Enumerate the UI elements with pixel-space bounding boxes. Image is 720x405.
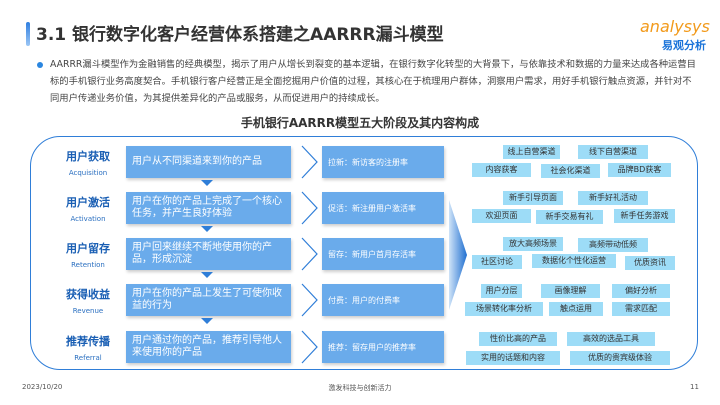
content-tag: 用户分层 bbox=[481, 284, 522, 298]
stage-name-en: Retention bbox=[71, 261, 105, 269]
logo-text-en: analysys bbox=[640, 17, 710, 36]
footer-date: 2023/10/20 bbox=[22, 383, 63, 391]
page-title: 3.1 银行数字化客户经营体系搭建之AARRR漏斗模型 bbox=[36, 25, 444, 45]
stage-description: 用户通过你的产品，推荐引导他人来使用你的产品 bbox=[126, 331, 291, 363]
content-tag: 线上自营渠道 bbox=[503, 145, 560, 159]
chevron-right-icon bbox=[301, 283, 318, 317]
stage-description: 用户从不同渠道来到你的产品 bbox=[126, 146, 291, 178]
content-tag: 线下自营渠道 bbox=[578, 145, 648, 159]
content-tag: 新手交易有礼 bbox=[536, 210, 603, 224]
content-tag: 触点运用 bbox=[549, 302, 603, 316]
content-tag: 偏好分析 bbox=[612, 284, 670, 298]
diagram-frame bbox=[30, 136, 698, 370]
diagram-title: 手机银行AARRR模型五大阶段及其内容构成 bbox=[240, 116, 480, 130]
stage-name-en: Activation bbox=[70, 215, 106, 223]
content-tag: 新手好礼活动 bbox=[578, 191, 648, 205]
stage-metric: 拉新：新访客的注册率 bbox=[322, 146, 444, 178]
content-tag: 高频带动低频 bbox=[578, 238, 648, 252]
stage-metric: 付费：用户的付费率 bbox=[322, 284, 444, 316]
down-arrow-icon bbox=[201, 272, 213, 278]
stage-label: 推荐传播 Referral bbox=[52, 333, 124, 362]
content-tag: 新手任务游戏 bbox=[614, 209, 675, 223]
content-tag: 欢迎页面 bbox=[472, 209, 531, 223]
down-arrow-icon bbox=[201, 318, 213, 324]
title-accent-bar bbox=[26, 22, 30, 46]
stage-name-en: Acquisition bbox=[68, 169, 108, 177]
stage-description: 用户在你的产品上发生了可使你收益的行为 bbox=[126, 284, 291, 316]
stage-name: 推荐传播 bbox=[66, 335, 110, 348]
content-tag: 优质资讯 bbox=[625, 256, 675, 270]
footer-slogan: 激发科技与创新活力 bbox=[328, 384, 392, 392]
chevron-right-icon bbox=[301, 145, 318, 179]
stage-metric: 留存：新用户首月存活率 bbox=[322, 238, 444, 270]
stage-metric: 促活：新注册用户激活率 bbox=[322, 192, 444, 224]
bullet-icon bbox=[37, 62, 43, 68]
content-tag: 性价比高的产品 bbox=[479, 332, 557, 346]
stage-name-en: Revenue bbox=[72, 307, 104, 315]
content-tag: 新手引导页面 bbox=[503, 191, 563, 205]
big-arrow-icon bbox=[449, 200, 467, 310]
chevron-right-icon bbox=[301, 191, 318, 225]
stage-label: 用户激活 Activation bbox=[52, 194, 124, 223]
stage-metric: 推荐：留存用户的推荐率 bbox=[322, 331, 444, 363]
page-number: 11 bbox=[690, 383, 699, 391]
content-tag: 内容获客 bbox=[472, 163, 531, 177]
content-tag: 社区讨论 bbox=[472, 255, 522, 269]
content-tag: 画像理解 bbox=[541, 284, 600, 298]
stage-name: 用户留存 bbox=[66, 242, 110, 255]
content-tag: 实用的话题和内容 bbox=[466, 351, 560, 365]
stage-description: 用户在你的产品上完成了一个核心任务，并产生良好体验 bbox=[126, 192, 291, 224]
stage-name-en: Referral bbox=[74, 354, 102, 362]
content-tag: 数据化个性化运营 bbox=[532, 254, 616, 268]
content-tag: 放大高频场景 bbox=[503, 237, 563, 251]
stage-name: 获得收益 bbox=[66, 288, 110, 301]
stage-label: 用户获取 Acquisition bbox=[52, 148, 124, 177]
down-arrow-icon bbox=[201, 226, 213, 232]
stage-name: 用户获取 bbox=[66, 150, 110, 163]
content-tag: 品牌BD获客 bbox=[608, 163, 671, 177]
stage-description: 用户回来继续不断地使用你的产品，形成沉淀 bbox=[126, 238, 291, 270]
stage-name: 用户激活 bbox=[66, 196, 110, 209]
content-tag: 场景转化率分析 bbox=[465, 302, 543, 316]
intro-paragraph: AARRR漏斗模型作为金融销售的经典模型，揭示了用户从增长到裂变的基本逻辑，在银… bbox=[50, 59, 696, 104]
content-tag: 高效的选品工具 bbox=[567, 332, 655, 346]
chevron-right-icon bbox=[301, 330, 318, 364]
chevron-right-icon bbox=[301, 237, 318, 271]
logo-text-cn: 易观分析 bbox=[662, 39, 706, 52]
stage-label: 用户留存 Retention bbox=[52, 240, 124, 269]
content-tag: 社会化渠道 bbox=[541, 164, 600, 178]
stage-label: 获得收益 Revenue bbox=[52, 286, 124, 315]
content-tag: 需求匹配 bbox=[612, 302, 670, 316]
down-arrow-icon bbox=[201, 180, 213, 186]
content-tag: 优质的贵宾级体验 bbox=[570, 351, 670, 365]
